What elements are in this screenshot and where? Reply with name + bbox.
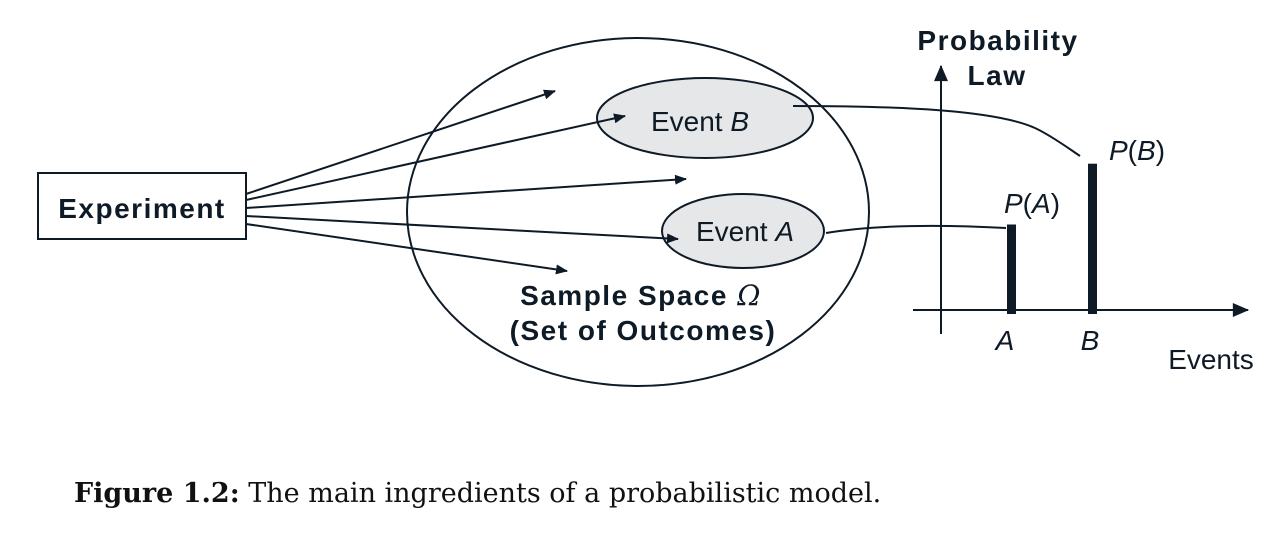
event-b-ellipse xyxy=(596,77,814,159)
p-a-label: P(A) xyxy=(1004,188,1060,219)
outcome-arrows xyxy=(245,89,687,275)
sample-space-label: Sample Space Ω xyxy=(520,279,762,312)
experiment-label: Experiment xyxy=(58,193,226,224)
probability-law-subtitle: Law xyxy=(968,60,1027,91)
caption-label: Figure 1.2: xyxy=(74,478,240,509)
outcome-arrow-to-event-a xyxy=(245,215,679,244)
event-a-label: Event A xyxy=(696,216,794,247)
event-b-label: Event B xyxy=(651,106,749,137)
p-b-label: P(B) xyxy=(1109,135,1165,166)
outcome-arrow-to-event-b xyxy=(245,113,626,201)
probability-bar-b xyxy=(1088,163,1097,314)
experiment-box: Experiment xyxy=(37,172,247,240)
mapping-curve-a xyxy=(825,224,1007,234)
mapping-curve-b xyxy=(792,105,1081,157)
event-a-ellipse xyxy=(661,193,825,269)
probability-law-title: Probability xyxy=(917,25,1078,56)
probability-bar-a xyxy=(1007,224,1016,314)
outcome-arrow-1 xyxy=(245,89,556,195)
event-a: Event A xyxy=(661,193,825,269)
axis-tick-b: B xyxy=(1081,325,1100,356)
axis-tick-a: A xyxy=(994,325,1015,356)
sample-space-sublabel: (Set of Outcomes) xyxy=(510,315,777,346)
caption-text: The main ingredients of a probabilistic … xyxy=(239,478,882,509)
sample-space-ellipse xyxy=(406,37,870,387)
outcome-arrow-5 xyxy=(245,223,568,275)
figure-caption: Figure 1.2: The main ingredients of a pr… xyxy=(74,478,881,509)
experiment-box-frame xyxy=(37,172,247,240)
outcome-arrow-3 xyxy=(245,174,687,209)
probability-law-axes xyxy=(913,64,1250,334)
event-b: Event B xyxy=(596,77,814,159)
events-axis-label: Events xyxy=(1168,344,1254,375)
